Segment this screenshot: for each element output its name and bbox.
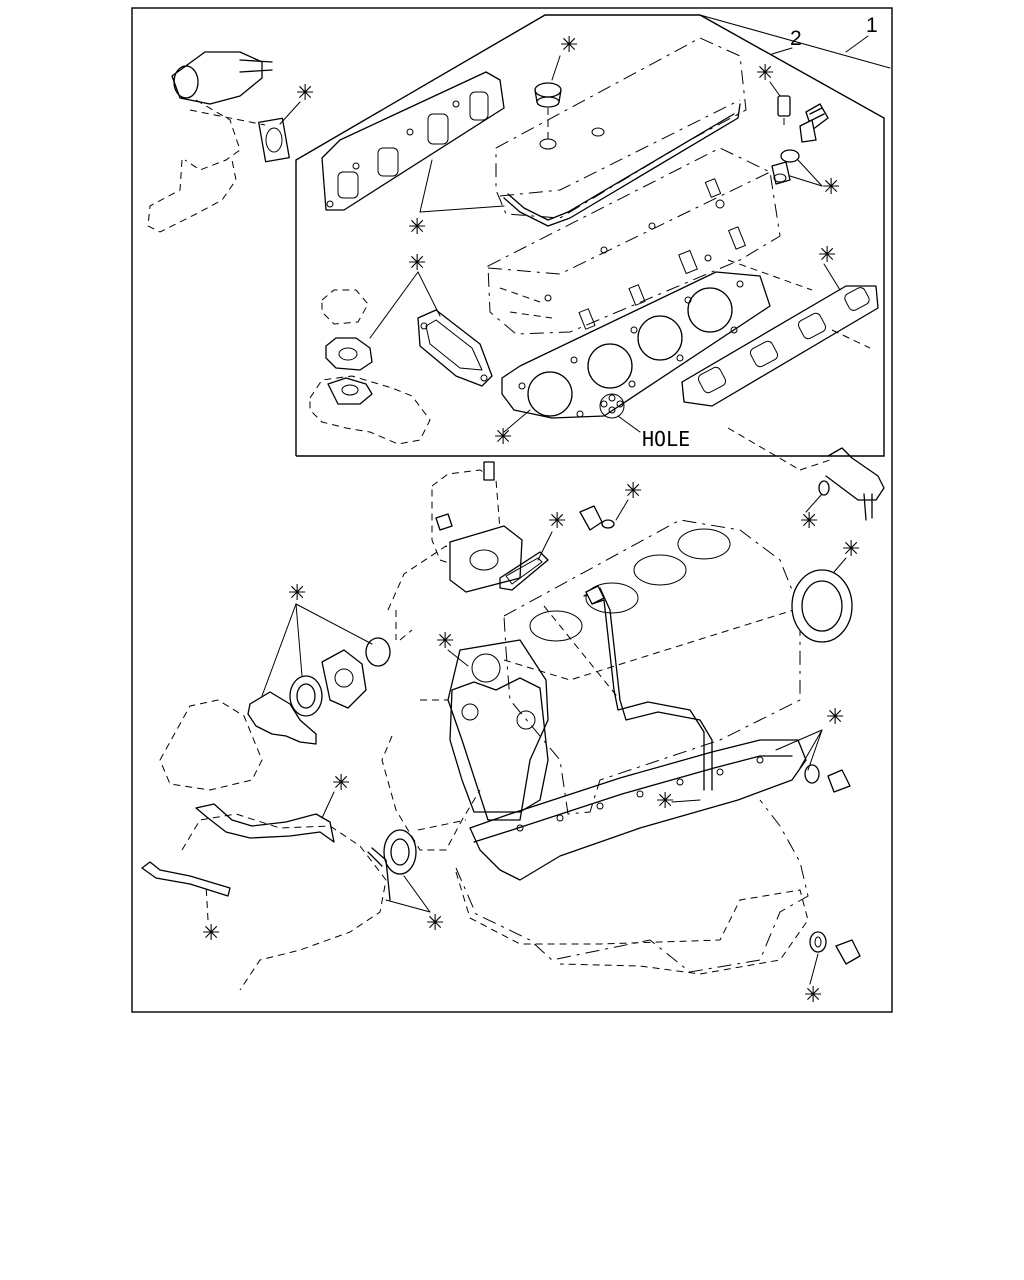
marker-14: ✳ (436, 629, 454, 654)
marker-5: ✳ (408, 215, 426, 240)
injector-nozzle (799, 103, 829, 143)
cylinder-head (487, 147, 781, 335)
hole-indicator (599, 393, 625, 419)
marker-4: ✳ (822, 175, 840, 200)
marker-15: ✳ (826, 705, 844, 730)
marker-6: ✳ (408, 251, 426, 276)
water-outlet-housing (147, 51, 290, 233)
thermostat-housing-gasket (325, 337, 373, 371)
leader-1 (845, 35, 869, 53)
kit-outer-frame (131, 7, 893, 1013)
flywheel-housing-seal (141, 861, 231, 897)
marker-group: ✳ ✳ ✳ ✳ ✳ ✳ ✳ ✳ ✳ ✳ ✳ ✳ ✳ ✳ ✳ (202, 33, 860, 1008)
marker-20: ✳ (804, 983, 822, 1008)
water-outlet-gasket (417, 309, 493, 387)
timing-gear-case-gasket (447, 639, 549, 821)
water-pump-gasket-outline (321, 289, 369, 325)
marker-9: ✳ (624, 479, 642, 504)
callout-2: 2 (790, 27, 802, 50)
front-cover-gasket-set (247, 637, 391, 745)
marker-18: ✳ (426, 911, 444, 936)
turbo-outlet-gasket (499, 551, 549, 591)
frame-leader-1 (699, 14, 891, 69)
oil-drain-plug (809, 931, 861, 965)
engine-silhouette (159, 545, 809, 991)
sub-kit-frame (295, 14, 885, 457)
callout-1: 1 (866, 14, 878, 37)
oil-pan-gasket (469, 739, 807, 881)
marker-12: ✳ (842, 537, 860, 562)
cylinder-head-gasket (501, 271, 771, 419)
oil-pan-drain-plug-right (804, 764, 851, 793)
oil-level-gauge-tube (583, 585, 713, 791)
block-drain-plug (579, 505, 615, 531)
hole-label: HOLE (642, 427, 690, 451)
marker-10: ✳ (548, 509, 566, 534)
marker-7: ✳ (818, 243, 836, 268)
marker-8: ✳ (494, 425, 512, 450)
rear-plate-gasket (195, 803, 335, 843)
oil-filler-cap (534, 82, 562, 140)
assembly-lines (395, 605, 621, 831)
marker-1: ✳ (296, 81, 314, 106)
exhaust-manifold-gasket (321, 71, 505, 211)
intake-manifold-gasket (681, 259, 879, 471)
nozzle-seal (771, 149, 800, 185)
hole-leader (617, 415, 641, 433)
glow-plug (777, 95, 791, 130)
front-oil-seal (367, 829, 417, 901)
marker-17: ✳ (656, 789, 674, 814)
marker-13: ✳ (288, 581, 306, 606)
marker-3: ✳ (756, 61, 774, 86)
cylinder-block (503, 519, 801, 815)
leader-2 (771, 47, 793, 55)
marker-2: ✳ (560, 33, 578, 58)
rear-oil-seal (791, 569, 853, 643)
marker-16: ✳ (332, 771, 350, 796)
marker-11: ✳ (800, 509, 818, 534)
oil-pan (455, 799, 809, 973)
marker-19: ✳ (202, 921, 220, 946)
oil-cooler-outline (309, 375, 431, 445)
oil-return-pipe (818, 447, 885, 521)
